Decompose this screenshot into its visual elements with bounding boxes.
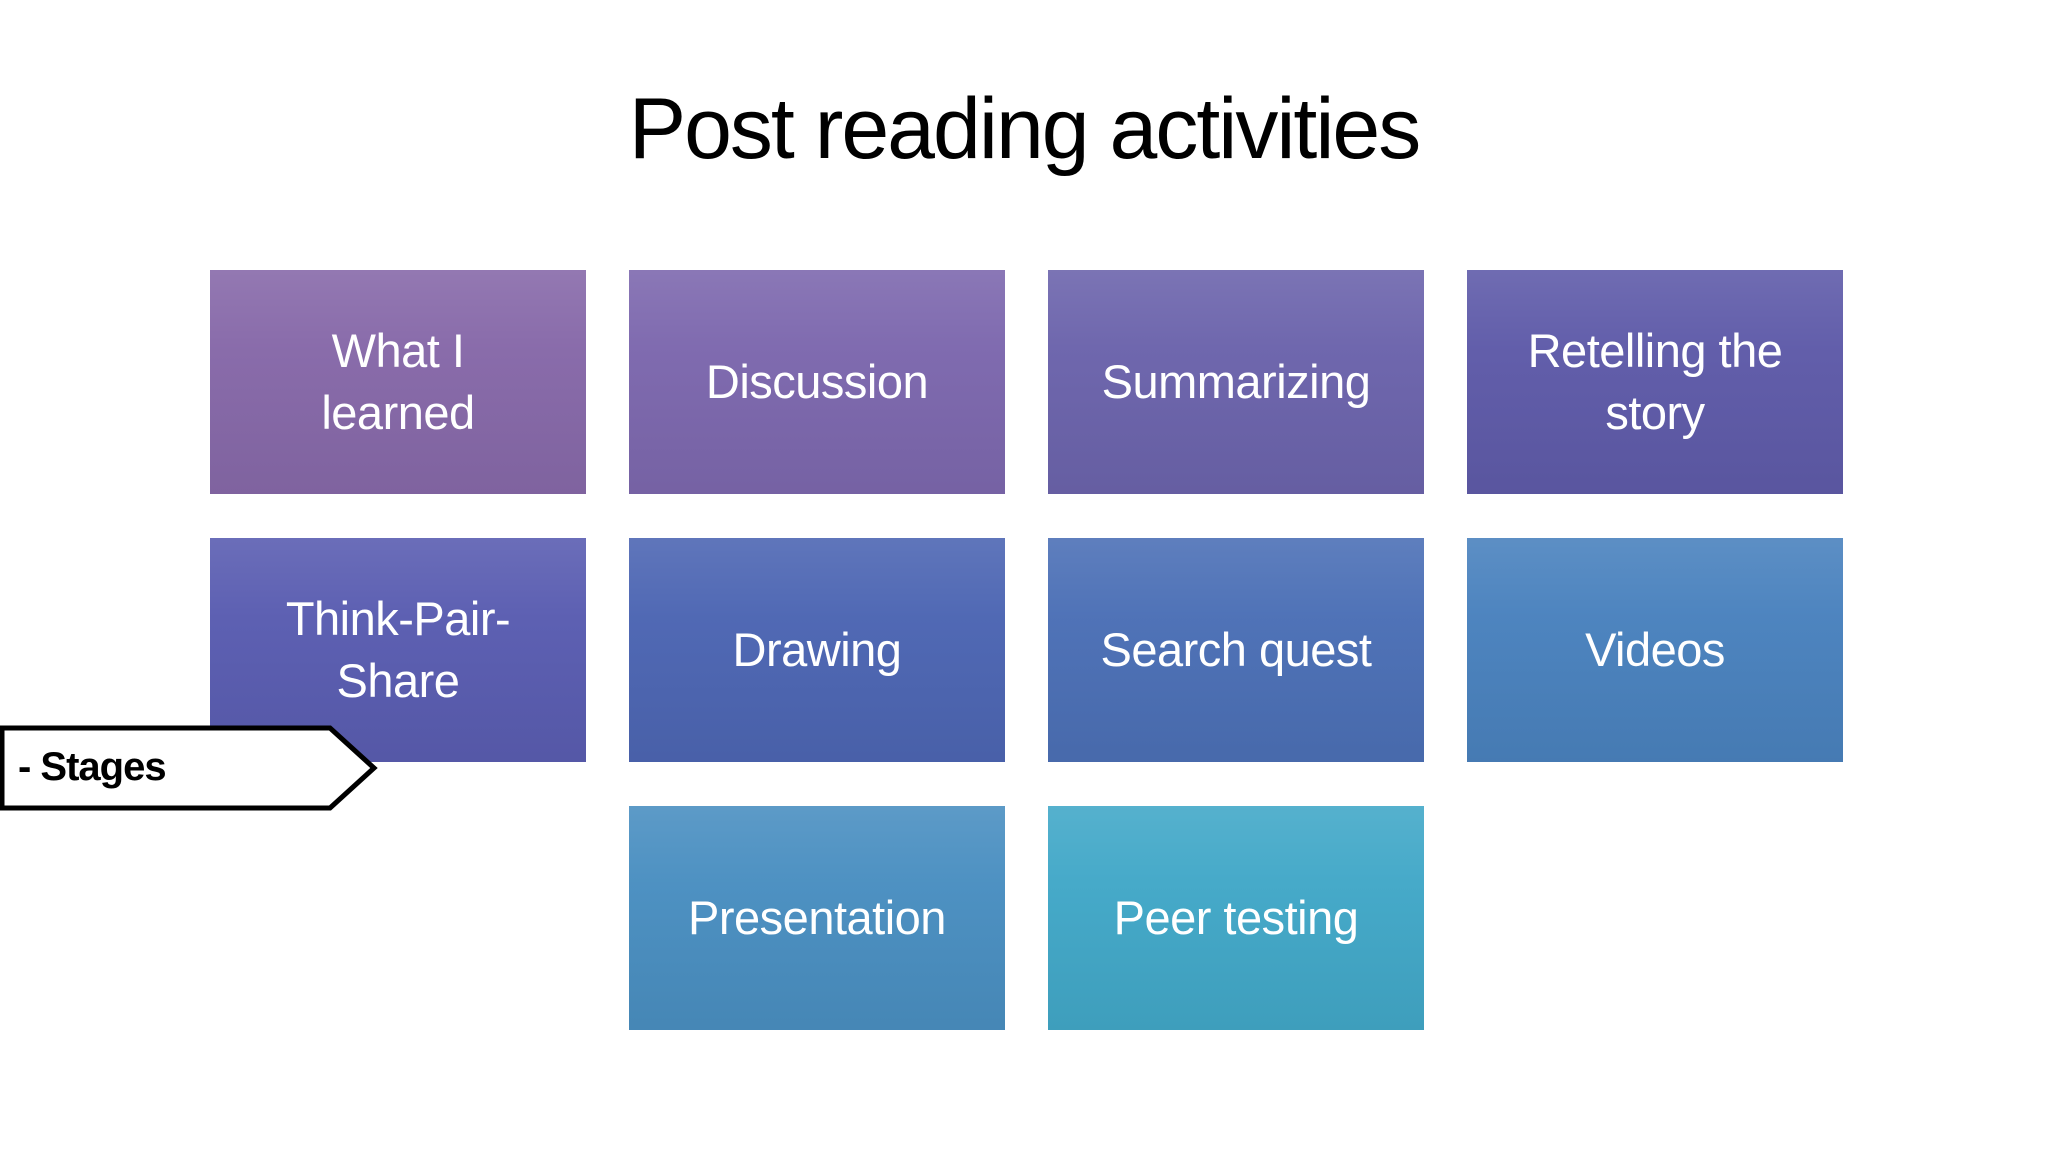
activity-box-think-pair-share: Think-Pair- Share: [210, 538, 586, 762]
activity-box-retelling-the-story: Retelling the story: [1467, 270, 1843, 494]
activity-box-drawing: Drawing: [629, 538, 1005, 762]
stages-banner-label: - Stages: [18, 745, 167, 789]
activity-box-label: Drawing: [732, 622, 902, 676]
activity-box-what-i-learned: What I learned: [210, 270, 586, 494]
activity-box-videos: Videos: [1467, 538, 1843, 762]
stages-banner-arrow-shape: [0, 725, 378, 811]
activity-box-summarizing: Summarizing: [1048, 270, 1424, 494]
activity-box-search-quest: Search quest: [1048, 538, 1424, 762]
activity-box-label: What I learned: [321, 323, 475, 439]
activity-box-label: Summarizing: [1101, 354, 1371, 408]
activity-box-label: Presentation: [688, 890, 946, 944]
activity-box-label: Think-Pair- Share: [285, 591, 511, 707]
activity-box-label: Retelling the story: [1527, 323, 1783, 439]
activity-box-presentation: Presentation: [629, 806, 1005, 1030]
activity-box-label: Peer testing: [1113, 890, 1359, 944]
activity-box-label: Discussion: [705, 354, 929, 408]
activity-box-label: Search quest: [1100, 622, 1372, 676]
activity-box-label: Videos: [1585, 622, 1725, 676]
slide-title: Post reading activities: [628, 81, 1422, 177]
stages-banner: - Stages: [0, 724, 380, 812]
activity-box-discussion: Discussion: [629, 270, 1005, 494]
activity-box-peer-testing: Peer testing: [1048, 806, 1424, 1030]
